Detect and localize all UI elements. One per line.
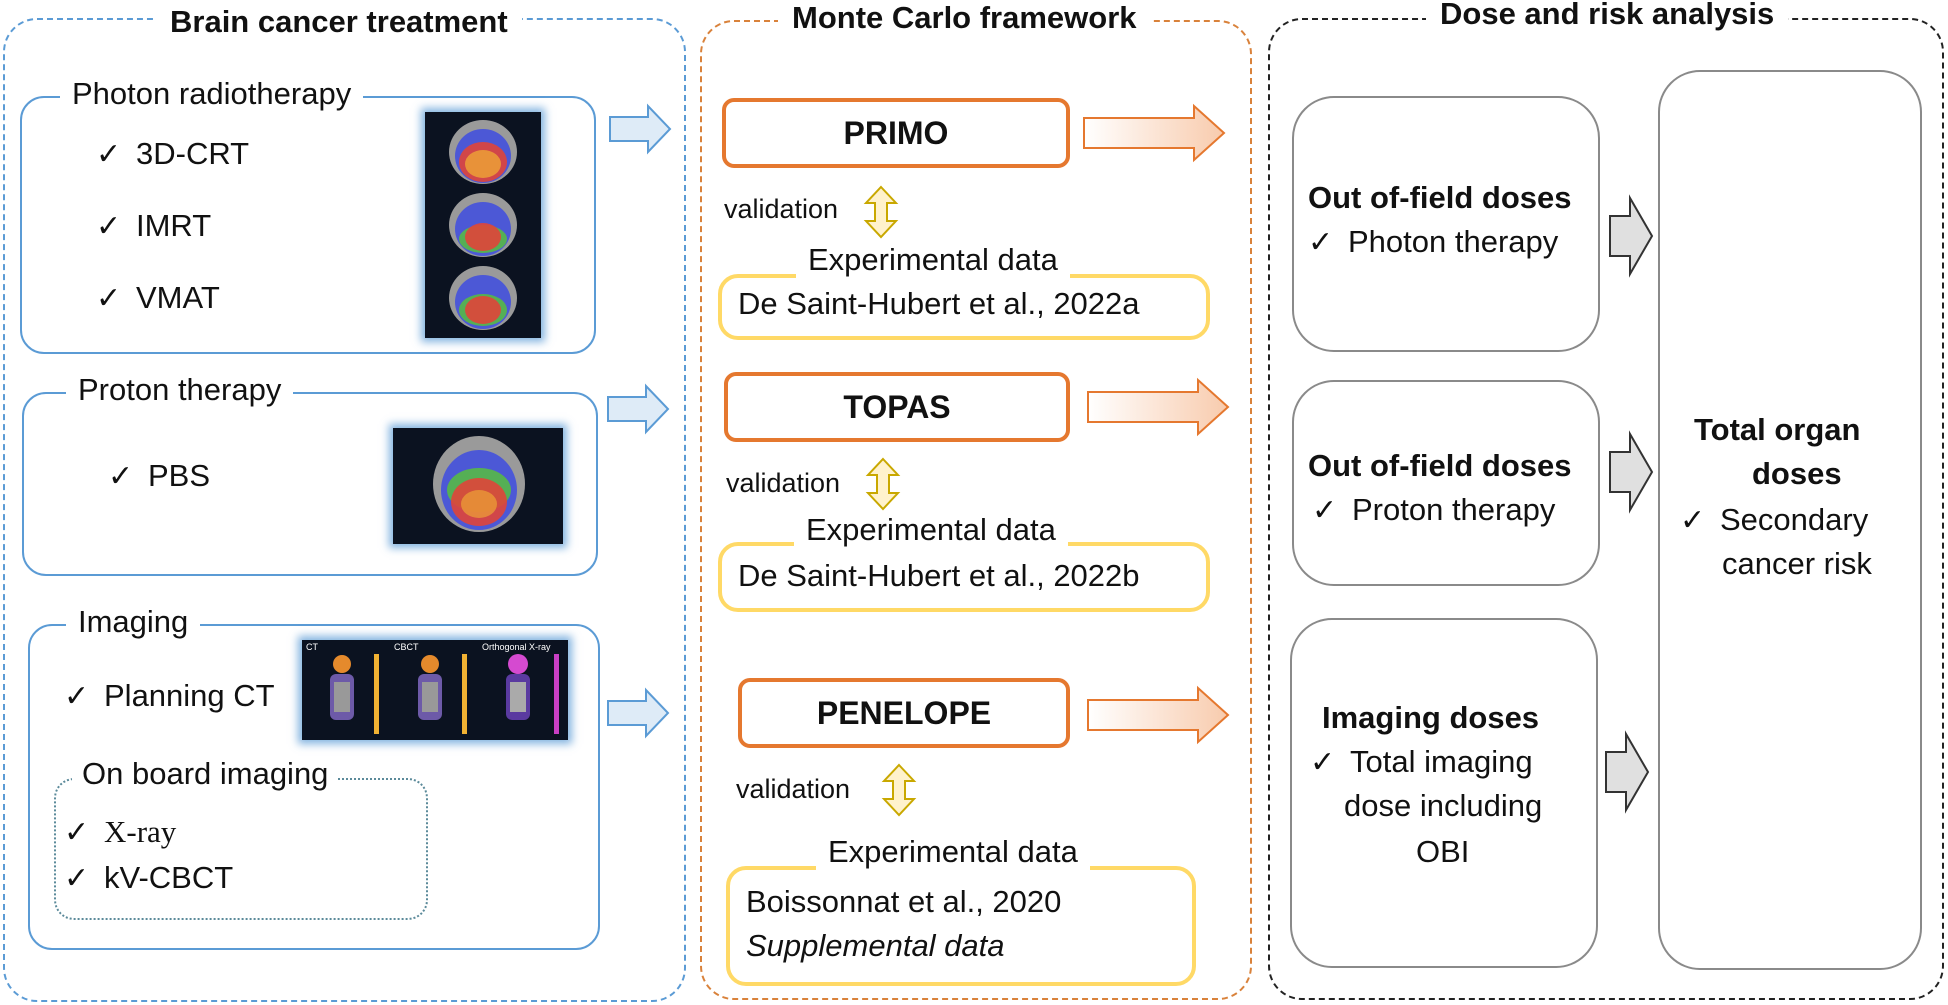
mc-panel-title: Monte Carlo framework — [778, 0, 1151, 36]
dose-imaging-item-line3: OBI — [1416, 834, 1470, 869]
dose-box-proton — [1292, 380, 1600, 586]
dose-panel-title: Dose and risk analysis — [1426, 0, 1789, 32]
photon-item-imrt: ✓IMRT — [96, 208, 212, 244]
photon-dose-image — [425, 112, 541, 338]
obi-item-xray: ✓X-ray — [64, 814, 177, 850]
exp-title-1: Experimental data — [796, 242, 1070, 278]
imaging-dose-image: CT CBCT Orthogonal X-ray — [302, 640, 568, 740]
thumb-label-xray: Orthogonal X-ray — [482, 642, 551, 652]
arrow-topas-to-dose — [1087, 377, 1230, 437]
total-item: ✓Secondary — [1680, 502, 1869, 538]
photon-dose-illustration — [449, 120, 517, 330]
dose-imaging-item: ✓Total imaging — [1310, 744, 1533, 780]
validation-arrow-1 — [863, 185, 899, 239]
exp-ref-2: De Saint-Hubert et al., 2022b — [738, 558, 1140, 593]
arrow-photon-to-mc — [609, 103, 672, 155]
dose-proton-item: ✓Proton therapy — [1312, 492, 1556, 528]
exp-title-3: Experimental data — [816, 834, 1090, 870]
thumb-label-ct: CT — [306, 642, 318, 652]
exp-ref-3: Boissonnat et al., 2020 — [746, 884, 1062, 919]
obi-item-kvcbct: ✓kV-CBCT — [64, 860, 234, 896]
validation-label-2: validation — [726, 468, 841, 498]
arrow-imaging-dose-to-total — [1605, 730, 1650, 814]
dose-box-imaging — [1290, 618, 1598, 968]
imaging-item-planning-ct: ✓Planning CT — [64, 678, 275, 714]
arrow-penelope-to-dose — [1087, 685, 1230, 745]
proton-dose-image — [393, 428, 563, 544]
proton-dose-illustration — [433, 436, 525, 532]
photon-item-vmat: ✓VMAT — [96, 280, 220, 316]
mc-code-primo: PRIMO — [722, 98, 1070, 168]
dose-imaging-title: Imaging doses — [1322, 700, 1540, 735]
total-organ-box — [1658, 70, 1922, 970]
photon-item-3dcrt: ✓3D-CRT — [96, 136, 250, 172]
total-title-line1: Total organ — [1694, 412, 1861, 447]
total-title-line2: doses — [1752, 456, 1842, 491]
imaging-title: Imaging — [66, 604, 201, 640]
imaging-dose-illustration: CT CBCT Orthogonal X-ray — [306, 642, 559, 734]
photon-title: Photon radiotherapy — [60, 76, 364, 112]
validation-label-3: validation — [736, 774, 851, 804]
exp-supplemental: Supplemental data — [746, 928, 1005, 963]
arrow-proton-to-mc — [607, 383, 670, 435]
check-icon: ✓ — [108, 459, 134, 494]
check-icon: ✓ — [1680, 503, 1706, 538]
check-icon: ✓ — [64, 679, 90, 714]
check-icon: ✓ — [96, 281, 122, 316]
arrow-proton-dose-to-total — [1609, 430, 1654, 514]
check-icon: ✓ — [1308, 225, 1334, 260]
dose-photon-title: Out of-field doses — [1308, 180, 1572, 215]
check-icon: ✓ — [96, 137, 122, 172]
treatment-panel-title: Brain cancer treatment — [156, 4, 522, 40]
proton-title: Proton therapy — [66, 372, 294, 408]
arrow-primo-to-dose — [1083, 103, 1226, 163]
obi-title: On board imaging — [72, 756, 339, 792]
arrow-imaging-to-mc — [607, 687, 670, 739]
thumb-label-cbct: CBCT — [394, 642, 419, 652]
dose-imaging-item-line2: dose including — [1344, 788, 1543, 823]
mc-code-topas: TOPAS — [724, 372, 1070, 442]
arrow-photon-dose-to-total — [1609, 194, 1654, 278]
exp-title-2: Experimental data — [794, 512, 1068, 548]
validation-label-1: validation — [724, 194, 839, 224]
validation-arrow-2 — [865, 457, 901, 511]
total-item-line2: cancer risk — [1722, 546, 1872, 581]
dose-proton-title: Out of-field doses — [1308, 448, 1572, 483]
exp-ref-1: De Saint-Hubert et al., 2022a — [738, 286, 1140, 321]
check-icon: ✓ — [1312, 493, 1338, 528]
check-icon: ✓ — [64, 861, 90, 896]
proton-item-pbs: ✓PBS — [108, 458, 211, 494]
check-icon: ✓ — [64, 815, 90, 850]
mc-code-penelope: PENELOPE — [738, 678, 1070, 748]
validation-arrow-3 — [881, 763, 917, 817]
check-icon: ✓ — [96, 209, 122, 244]
dose-photon-item: ✓Photon therapy — [1308, 224, 1559, 260]
dose-box-photon — [1292, 96, 1600, 352]
check-icon: ✓ — [1310, 745, 1336, 780]
